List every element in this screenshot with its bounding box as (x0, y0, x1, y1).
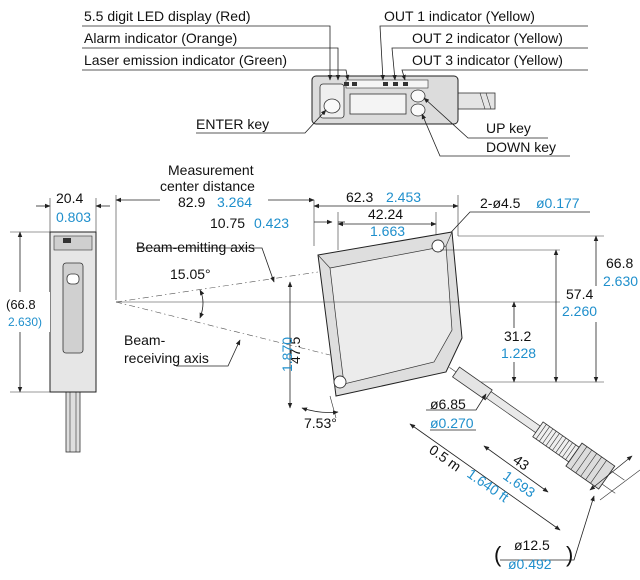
svg-text:): ) (566, 542, 573, 567)
conn-dia-mm: ø12.5 (514, 537, 550, 553)
cable-dia-mm: ø6.85 (430, 396, 466, 412)
dim-10-in: 0.423 (254, 215, 289, 231)
measurement-label-line2: center distance (160, 178, 255, 194)
dim-62-mm: 62.3 (346, 189, 373, 205)
front-height-in: 2.630) (8, 315, 42, 329)
out2-led-icon (393, 82, 398, 86)
dim-47-mm: 47.5 (287, 337, 303, 364)
beam-receiving-label-1: Beam- (124, 332, 166, 348)
rear-view: 5.5 digit LED display (Red) Alarm indica… (82, 8, 588, 157)
cable-len-mm: 0.5 m (426, 441, 464, 474)
alarm-led-icon (344, 82, 349, 86)
out2-indicator-label: OUT 2 indicator (Yellow) (412, 30, 563, 46)
out3-indicator-label: OUT 3 indicator (Yellow) (412, 52, 563, 68)
dim-66-mm: 66.8 (606, 255, 633, 271)
out1-led-icon (383, 82, 388, 86)
measurement-label-line1: Measurement (168, 162, 254, 178)
alarm-indicator-label: Alarm indicator (Orange) (84, 30, 237, 46)
hole-mm: 2-ø4.5 (480, 195, 521, 211)
cable-coil (532, 421, 580, 463)
mount-hole-top (431, 239, 445, 253)
front-height-mm: (66.8 (6, 297, 36, 312)
laser-indicator-label: Laser emission indicator (Green) (84, 52, 287, 68)
front-width-in: 0.803 (56, 209, 91, 225)
mount-hole-bottom (333, 375, 347, 389)
led-display (349, 93, 407, 115)
side-view: Measurement center distance 82.9 3.264 6… (115, 162, 640, 572)
cable-len-ft: 1.640 ft (464, 465, 512, 505)
out3-led-icon (403, 82, 408, 86)
enter-key[interactable] (323, 98, 341, 114)
front-width-mm: 20.4 (56, 190, 83, 206)
dim-47-in: 1.870 (279, 337, 295, 372)
angle-emit: 15.05° (170, 266, 211, 282)
up-key-label: UP key (486, 120, 531, 136)
front-cable (65, 389, 81, 453)
dim-57-in: 2.260 (562, 303, 597, 319)
enter-key-label: ENTER key (196, 116, 269, 132)
hole-in: ø0.177 (536, 195, 580, 211)
dim-57-mm: 57.4 (566, 286, 593, 302)
beam-emitting-axis-line (115, 271, 319, 303)
dim-10-mm: 10.75 (210, 215, 245, 231)
svg-text:(: ( (494, 542, 502, 567)
dim-42-mm: 42.24 (368, 206, 403, 222)
measurement-mm: 82.9 (178, 194, 205, 210)
down-key[interactable] (410, 103, 426, 117)
down-key-label: DOWN key (486, 139, 556, 155)
dim-31-mm: 31.2 (504, 328, 531, 344)
laser-led-icon (352, 82, 357, 86)
rear-cable (454, 92, 496, 110)
dim-62-in: 2.453 (386, 189, 421, 205)
conn-dia-in: ø0.492 (508, 556, 552, 572)
angle-tilt: 7.53° (304, 415, 337, 431)
led-display-label: 5.5 digit LED display (Red) (84, 8, 251, 24)
beam-receiving-label-2: receiving axis (124, 350, 209, 366)
cable-dia-in: ø0.270 (430, 415, 474, 431)
out1-indicator-label: OUT 1 indicator (Yellow) (384, 8, 535, 24)
dim-31-in: 1.228 (501, 345, 536, 361)
up-key[interactable] (410, 89, 426, 103)
front-view: 20.4 0.803 (66.8 2.630) (6, 190, 110, 453)
beam-emitting-axis-label: Beam-emitting axis (136, 239, 255, 255)
dim-42-in: 1.663 (370, 223, 405, 239)
measurement-in: 3.264 (217, 194, 252, 210)
dim-66-in: 2.630 (603, 273, 638, 289)
beam-receiving-axis-line (115, 301, 331, 356)
